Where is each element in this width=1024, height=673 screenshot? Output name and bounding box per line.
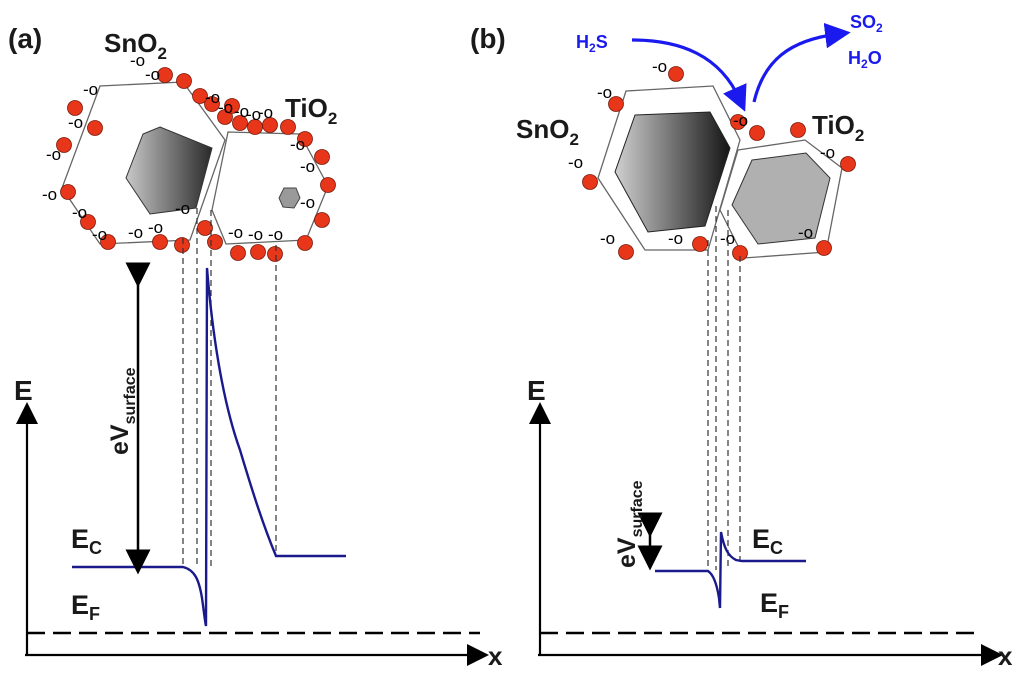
panel-b-ec-label: EC — [752, 524, 783, 558]
panel-a-axis-x-label: x — [488, 641, 503, 671]
panel-b: (b) H2S SO2 H2O -o -o -o -o -o -o -o -o — [470, 12, 1013, 671]
svg-text:-o: -o — [92, 225, 107, 244]
svg-text:-o: -o — [175, 199, 190, 218]
svg-text:-o: -o — [733, 111, 748, 130]
svg-text:-o: -o — [130, 51, 145, 70]
svg-text:-o: -o — [46, 145, 61, 164]
panel-b-gas-out1-label: SO2 — [850, 12, 883, 35]
panel-a-barrier-label: eVsurface — [106, 367, 139, 455]
panel-a-sno2-core — [125, 126, 213, 215]
svg-text:-o: -o — [820, 143, 835, 162]
panel-b-label: (b) — [470, 23, 506, 54]
panel-b-axis-y-label: E — [527, 375, 546, 406]
svg-text:-o: -o — [720, 229, 735, 248]
svg-text:-o: -o — [72, 203, 87, 222]
svg-text:-o: -o — [568, 153, 583, 172]
panel-a-ec-label: EC — [71, 524, 102, 558]
svg-text:-o: -o — [234, 102, 249, 121]
panel-b-gas-out-arrow — [752, 22, 851, 103]
svg-text:-o: -o — [246, 105, 261, 124]
svg-text:-o: -o — [228, 223, 243, 242]
panel-b-axis-x-label: x — [998, 641, 1013, 671]
svg-text:-o: -o — [258, 103, 273, 122]
svg-text:-o: -o — [290, 135, 305, 154]
panel-a-ef-label: EF — [71, 590, 100, 624]
svg-text:-o: -o — [148, 218, 163, 237]
panel-a-conduction-band — [72, 267, 346, 627]
panel-b-conduction-band — [655, 531, 806, 609]
svg-text:-o: -o — [128, 223, 143, 242]
panel-a-label: (a) — [8, 23, 42, 54]
panel-a-axis-y-label: E — [14, 375, 33, 406]
svg-text:-o: -o — [798, 223, 813, 242]
svg-text:-o: -o — [300, 193, 315, 212]
svg-text:-o: -o — [248, 225, 263, 244]
panel-b-sno2-label: SnO2 — [516, 114, 579, 149]
svg-text:-o: -o — [600, 229, 615, 248]
panel-a-projection-lines — [182, 208, 277, 567]
panel-b-gas-in-arrow — [631, 38, 747, 112]
panel-b-ef-label: EF — [760, 588, 789, 622]
panel-b-oxygen-adsorbates — [582, 66, 856, 261]
svg-text:-o: -o — [145, 65, 160, 84]
panel-b-gas-in-label: H2S — [576, 32, 608, 55]
panel-a-tio2-core — [278, 187, 301, 209]
svg-text:-o: -o — [218, 98, 233, 117]
panel-a-oxygen-adsorbates — [56, 67, 336, 262]
panel-b-ion-labels: -o -o -o -o -o -o -o -o -o — [568, 57, 835, 248]
svg-text:-o: -o — [597, 83, 612, 102]
svg-text:-o: -o — [300, 157, 315, 176]
panel-a-sno2-label: SnO2 — [104, 28, 167, 63]
svg-text:-o: -o — [68, 113, 83, 132]
panel-b-tio2-label: TiO2 — [812, 110, 864, 145]
svg-text:-o: -o — [268, 225, 283, 244]
svg-text:-o: -o — [83, 80, 98, 99]
panel-b-tio2-core — [731, 152, 831, 245]
panel-b-sno2-core — [614, 111, 731, 233]
panel-a-tio2-label: TiO2 — [285, 93, 337, 128]
panel-a-ion-labels: -o -o -o -o -o -o -o -o -o -o -o -o -o -… — [42, 51, 315, 244]
panel-b-gas-out2-label: H2O — [848, 48, 882, 71]
svg-text:-o: -o — [668, 229, 683, 248]
panel-b-barrier-label: eVsurface — [613, 480, 646, 568]
svg-text:-o: -o — [652, 57, 667, 76]
panel-b-projection-lines — [707, 206, 741, 570]
panel-a: (a) -o -o -o -o -o -o -o — [8, 23, 503, 671]
svg-text:-o: -o — [42, 185, 57, 204]
svg-text:-o: -o — [205, 88, 220, 107]
